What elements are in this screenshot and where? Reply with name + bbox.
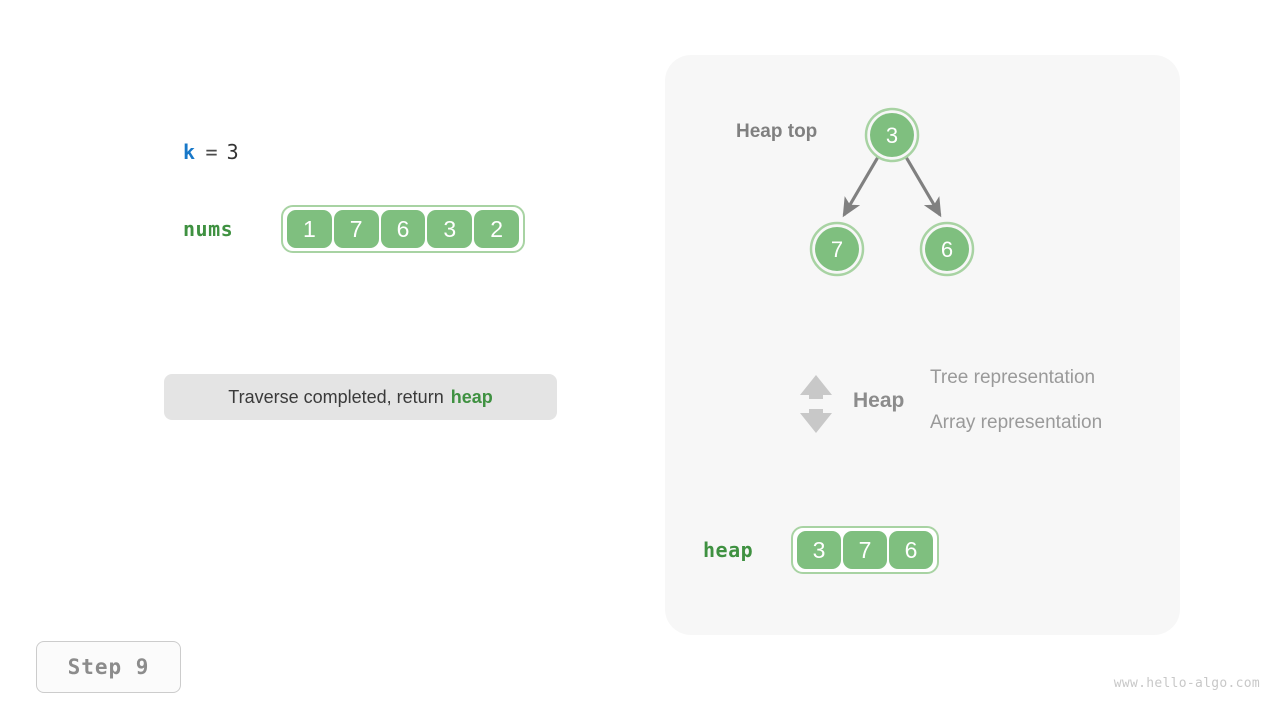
step-badge: Step 9 — [36, 641, 181, 693]
tree-node-right-value: 6 — [941, 237, 953, 262]
tree-node-root-ring — [864, 107, 920, 163]
tree-node-left-value: 7 — [831, 237, 843, 262]
nums-cell-1: 7 — [333, 210, 379, 248]
k-variable-row: k = 3 — [183, 140, 239, 164]
nums-array: 1 7 6 3 2 — [281, 205, 525, 253]
status-message-text: Traverse completed, return — [228, 386, 444, 407]
nums-cell-4: 2 — [474, 210, 519, 248]
nums-array-label: nums — [183, 217, 234, 241]
k-variable-value: 3 — [226, 140, 239, 164]
array-representation-label: Array representation — [930, 412, 1103, 433]
tree-node-root[interactable]: 3 — [864, 107, 920, 163]
double-arrow-vertical-icon — [800, 375, 832, 433]
heap-array: 3 7 6 — [791, 526, 939, 574]
heap-cell-1: 7 — [843, 531, 887, 569]
heap-top-label: Heap top — [736, 121, 818, 142]
tree-node-root-value: 3 — [886, 123, 898, 148]
tree-node-left[interactable]: 7 — [809, 221, 865, 277]
heap-cell-2: 6 — [889, 531, 933, 569]
tree-node-right-ring — [919, 221, 975, 277]
tree-node-root-fill — [870, 113, 914, 157]
tree-node-left-fill — [815, 227, 859, 271]
nums-cell-2: 6 — [380, 210, 426, 248]
nums-cell-3: 3 — [427, 210, 473, 248]
tree-node-right-fill — [925, 227, 969, 271]
tree-node-left-ring — [809, 221, 865, 277]
representation-subject-label: Heap — [853, 389, 905, 412]
heap-array-label: heap — [703, 538, 754, 562]
tree-representation-label: Tree representation — [930, 367, 1096, 388]
status-message-highlight: heap — [450, 386, 493, 407]
heap-cell-0: 3 — [797, 531, 841, 569]
watermark: www.hello-algo.com — [1113, 676, 1260, 691]
tree-node-right[interactable]: 6 — [919, 221, 975, 277]
k-variable-name: k — [183, 140, 196, 164]
status-message: Traverse completed, return heap — [164, 374, 557, 420]
nums-cell-0: 1 — [287, 210, 332, 248]
tree-edge-root-left — [842, 156, 880, 218]
tree-edge-root-right — [904, 156, 942, 218]
k-equals-sign: = — [205, 140, 218, 164]
heap-tree-diagram: 3 7 6 — [809, 107, 975, 277]
